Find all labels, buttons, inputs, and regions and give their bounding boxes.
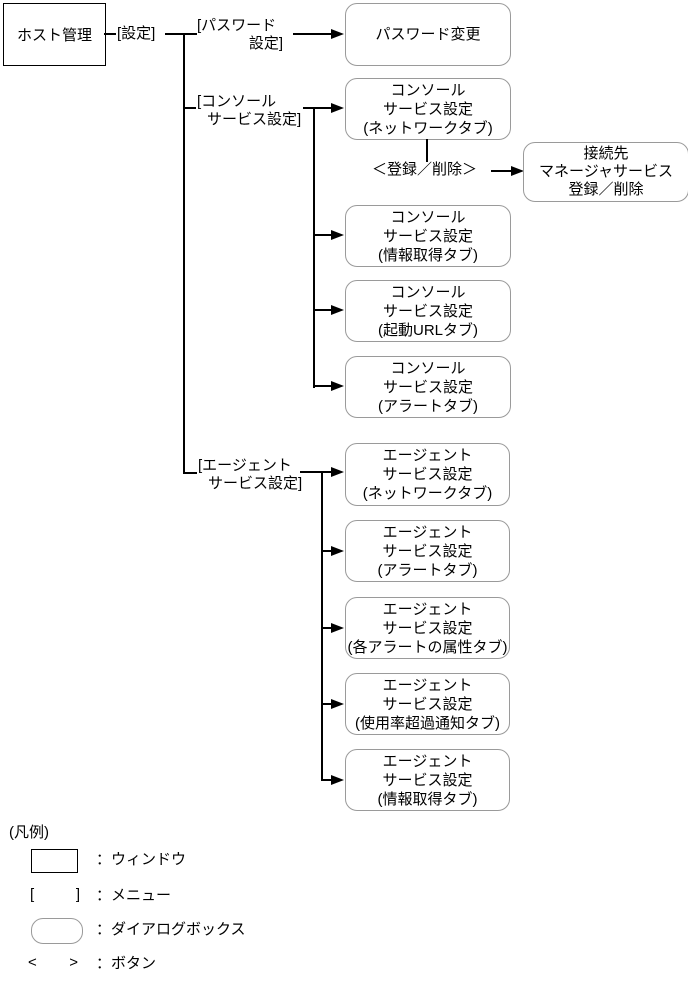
dialog-line: サービス設定 bbox=[382, 619, 473, 637]
arrowhead-icon bbox=[331, 103, 344, 113]
window-node-host-management: ホスト管理 bbox=[3, 3, 106, 66]
console-branch-vertical-line bbox=[313, 107, 315, 388]
connector-trunk-to-password-menu bbox=[185, 33, 197, 35]
dialog-line: コンソール bbox=[390, 283, 466, 301]
dialog-line: 登録／削除 bbox=[568, 181, 644, 198]
window-node-label: ホスト管理 bbox=[16, 27, 92, 44]
dialog-node-agent-network-tab: エージェント サービス設定 (ネットワークタブ) bbox=[345, 443, 510, 506]
dialog-line: コンソール bbox=[390, 359, 466, 377]
legend-menu-label: ：メニュー bbox=[96, 887, 172, 904]
menu-node-agent-line2: サービス設定] bbox=[208, 475, 303, 492]
connector-agent-arrow-line bbox=[300, 471, 331, 473]
dialog-node-console-alert-tab: コンソール サービス設定 (アラートタブ) bbox=[345, 356, 511, 418]
legend-window-symbol bbox=[31, 849, 78, 873]
dialog-line: (情報取得タブ) bbox=[377, 790, 478, 808]
menu-node-password-line2: 設定] bbox=[248, 35, 283, 52]
connector-console-box4-line bbox=[315, 385, 331, 387]
connector-agent-box4-line bbox=[323, 703, 331, 705]
menu-node-password-line1: [パスワード bbox=[197, 17, 277, 34]
dialog-line: (使用率超過通知タブ) bbox=[355, 714, 500, 732]
legend-dialog-label: ：ダイアログボックス bbox=[96, 921, 246, 938]
dialog-node-manager-service-register-delete: 接続先 マネージャサービス 登録／削除 bbox=[523, 142, 688, 202]
menu-node-agent-line1: [エージェント bbox=[198, 457, 292, 474]
dialog-line: マネージャサービス bbox=[539, 163, 673, 180]
arrowhead-icon bbox=[331, 546, 344, 556]
dialog-node-agent-alert-attribute-tab: エージェント サービス設定 (各アラートの属性タブ) bbox=[345, 597, 510, 659]
dialog-line: コンソール bbox=[390, 208, 466, 226]
legend-dialog-symbol bbox=[31, 918, 83, 944]
arrowhead-icon bbox=[331, 623, 344, 633]
dialog-node-agent-alert-tab: エージェント サービス設定 (アラートタブ) bbox=[345, 520, 510, 582]
dialog-node-password-change-label: パスワード変更 bbox=[375, 26, 481, 43]
connector-console-arrow-line bbox=[303, 107, 331, 109]
dialog-line: サービス設定 bbox=[382, 466, 473, 483]
legend-button-symbol: < > bbox=[28, 955, 78, 971]
connector-trunk-to-console-menu bbox=[185, 107, 196, 109]
dialog-line: (ネットワークタブ) bbox=[362, 485, 493, 502]
dialog-node-console-url-tab: コンソール サービス設定 (起動URLタブ) bbox=[345, 280, 511, 342]
arrowhead-icon bbox=[331, 467, 344, 477]
dialog-line: サービス設定 bbox=[382, 378, 473, 396]
legend-button-open-bracket: < bbox=[28, 954, 37, 971]
dialog-line: エージェント bbox=[382, 600, 473, 618]
dialog-node-password-change: パスワード変更 bbox=[345, 3, 511, 66]
connector-agent-box5-line bbox=[323, 779, 331, 781]
dialog-line: エージェント bbox=[382, 752, 473, 770]
connector-root-to-settings bbox=[104, 33, 116, 35]
menu-node-console-line1: [コンソール bbox=[197, 93, 277, 110]
dialog-node-console-info-tab: コンソール サービス設定 (情報取得タブ) bbox=[345, 205, 511, 267]
dialog-node-console-network-tab: コンソール サービス設定 (ネットワークタブ) bbox=[345, 78, 511, 140]
connector-register-arrow-line bbox=[491, 170, 511, 172]
dialog-line: サービス設定 bbox=[382, 302, 473, 320]
legend-title: (凡例) bbox=[9, 824, 49, 841]
dialog-line: サービス設定 bbox=[382, 771, 473, 789]
legend-menu-symbol: [ ] bbox=[30, 887, 80, 903]
dialog-line: (各アラートの属性タブ) bbox=[347, 638, 508, 656]
dialog-line: 接続先 bbox=[583, 145, 629, 162]
dialog-line: エージェント bbox=[382, 447, 473, 464]
arrowhead-icon bbox=[331, 230, 344, 240]
dialog-line: (ネットワークタブ) bbox=[363, 119, 493, 137]
arrowhead-icon bbox=[331, 305, 344, 315]
legend-window-label: ：ウィンドウ bbox=[96, 851, 187, 868]
dialog-node-agent-usage-notify-tab: エージェント サービス設定 (使用率超過通知タブ) bbox=[345, 673, 510, 735]
dialog-line: (アラートタブ) bbox=[378, 397, 478, 415]
legend-button-label: ：ボタン bbox=[96, 955, 157, 972]
arrowhead-icon bbox=[331, 775, 344, 785]
dialog-line: (起動URLタブ) bbox=[378, 321, 478, 339]
menu-node-settings: [設定] bbox=[117, 25, 156, 42]
arrowhead-icon bbox=[511, 166, 524, 176]
connector-password-arrow-line bbox=[293, 33, 331, 35]
agent-branch-vertical-line bbox=[321, 471, 323, 781]
dialog-line: (情報取得タブ) bbox=[378, 246, 478, 264]
dialog-line: サービス設定 bbox=[382, 100, 473, 118]
connector-trunk-to-agent-menu bbox=[183, 472, 197, 474]
menu-node-console-service: [コンソール サービス設定] bbox=[197, 93, 301, 129]
connector-console-box3-line bbox=[315, 309, 331, 311]
dialog-line: コンソール bbox=[390, 81, 466, 99]
dialog-line: サービス設定 bbox=[382, 542, 473, 560]
dialog-line: サービス設定 bbox=[382, 227, 473, 245]
connector-network-to-register-button bbox=[426, 139, 428, 162]
legend-button-close-bracket: > bbox=[69, 954, 78, 971]
button-node-register-delete: ＜登録／削除＞ bbox=[372, 161, 478, 178]
connector-agent-box3-line bbox=[323, 627, 331, 629]
arrowhead-icon bbox=[331, 29, 344, 39]
menu-node-password-settings: [パスワード 設定] bbox=[197, 17, 283, 53]
connector-console-box2-line bbox=[315, 234, 331, 236]
dialog-line: エージェント bbox=[382, 523, 473, 541]
dialog-node-agent-info-tab: エージェント サービス設定 (情報取得タブ) bbox=[345, 749, 510, 811]
legend-menu-close-bracket: ] bbox=[75, 886, 80, 903]
dialog-line: サービス設定 bbox=[382, 695, 473, 713]
connector-agent-box2-line bbox=[323, 550, 331, 552]
arrowhead-icon bbox=[331, 381, 344, 391]
dialog-line: エージェント bbox=[382, 676, 473, 694]
dialog-line: (アラートタブ) bbox=[377, 561, 478, 579]
menu-node-console-line2: サービス設定] bbox=[207, 111, 302, 128]
menu-node-agent-service: [エージェント サービス設定] bbox=[198, 457, 302, 493]
arrowhead-icon bbox=[331, 699, 344, 709]
connector-settings-to-trunk bbox=[165, 33, 185, 35]
legend-menu-open-bracket: [ bbox=[30, 886, 35, 903]
trunk-vertical-line bbox=[183, 33, 185, 474]
